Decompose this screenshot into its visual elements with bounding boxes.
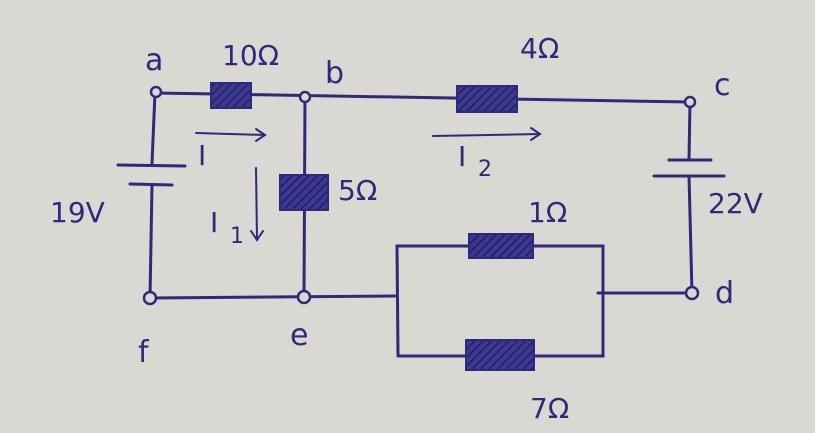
node-d: [684, 285, 700, 301]
current-label-I1-sub: 1: [230, 224, 244, 249]
node-e: [296, 289, 312, 305]
current-label-I: I: [198, 139, 206, 172]
resistor-label-4ohm: 4Ω: [520, 32, 559, 65]
wire-left-upper: [150, 91, 157, 165]
source-label-19v: 19V: [50, 196, 105, 229]
node-label-b: b: [325, 56, 344, 91]
resistor-7ohm: [465, 339, 535, 371]
resistor-1ohm: [468, 233, 534, 259]
current-label-I1: I: [210, 206, 218, 239]
battery-left: [116, 163, 187, 187]
arrow-I: [195, 132, 266, 136]
node-label-e: e: [290, 318, 308, 353]
resistor-10ohm: [210, 82, 252, 109]
wire-bottom-left: [148, 294, 397, 300]
node-f: [142, 290, 158, 306]
resistor-label-10ohm: 10Ω: [222, 39, 279, 72]
node-a: [149, 85, 163, 99]
current-label-I2: I: [458, 140, 466, 173]
current-label-I2-sub: 2: [478, 157, 492, 182]
arrow-I2: [432, 133, 541, 137]
battery-left-short-plate: [128, 182, 174, 187]
wire-left-lower: [148, 183, 154, 300]
wire-right-lower: [687, 174, 694, 295]
resistors: [210, 82, 535, 371]
resistor-4ohm: [456, 85, 518, 113]
nodes: [142, 85, 700, 306]
node-c: [683, 95, 697, 109]
arrow-I1-head: [250, 230, 264, 242]
battery-right: [652, 158, 726, 178]
node-label-f: f: [138, 335, 150, 370]
current-arrows: [195, 127, 542, 242]
resistor-label-7ohm: 7Ω: [530, 392, 569, 425]
node-label-d: d: [715, 276, 734, 311]
resistor-5ohm: [279, 174, 329, 211]
arrow-I1: [255, 167, 258, 241]
wire-right-upper: [687, 100, 692, 162]
node-label-c: c: [714, 68, 731, 103]
arrow-I2-head: [530, 127, 542, 141]
node-label-a: a: [145, 43, 163, 78]
resistor-label-1ohm: 1Ω: [528, 196, 567, 229]
battery-left-long-plate: [116, 163, 187, 168]
source-label-22v: 22V: [708, 187, 763, 220]
arrow-I-head: [255, 128, 267, 142]
node-b: [298, 90, 312, 104]
resistor-label-5ohm: 5Ω: [338, 174, 377, 207]
